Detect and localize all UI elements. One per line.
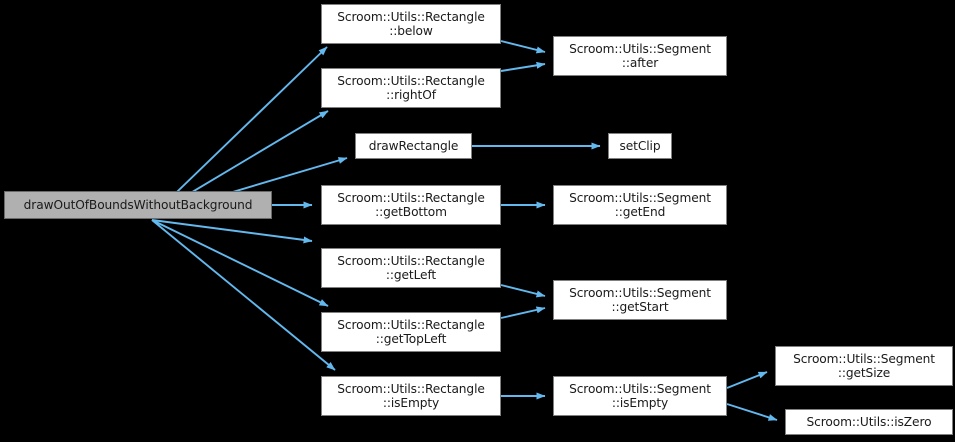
edge-getTopLeft-to-getStart: [500, 306, 546, 319]
graph-node-isZero[interactable]: Scroom::Utils::isZero: [785, 409, 953, 435]
edge-segEmpty-to-getSize: [726, 371, 768, 389]
graph-node-label: drawOutOfBoundsWithoutBackground: [23, 197, 253, 212]
graph-node-label: Scroom::Utils::Rectangle ::below: [337, 9, 485, 39]
graph-node-getTopLeft[interactable]: Scroom::Utils::Rectangle ::getTopLeft: [321, 312, 501, 352]
edge-root-to-getTopLeft: [151, 219, 329, 307]
graph-node-label: Scroom::Utils::Segment ::after: [569, 41, 711, 71]
graph-node-below[interactable]: Scroom::Utils::Rectangle ::below: [321, 4, 501, 44]
graph-node-label: Scroom::Utils::Rectangle ::getBottom: [337, 190, 485, 220]
graph-node-label: Scroom::Utils::Rectangle ::isEmpty: [337, 381, 485, 411]
graph-node-label: Scroom::Utils::Segment ::getEnd: [569, 190, 711, 220]
edge-segEmpty-to-isZero: [726, 403, 778, 421]
edge-below-to-after: [500, 40, 546, 54]
graph-node-segEmpty[interactable]: Scroom::Utils::Segment ::isEmpty: [553, 376, 727, 416]
graph-node-label: Scroom::Utils::Segment ::isEmpty: [569, 381, 711, 411]
graph-node-label: Scroom::Utils::Segment ::getStart: [569, 285, 711, 315]
graph-node-label: Scroom::Utils::isZero: [806, 414, 932, 429]
graph-node-label: drawRectangle: [368, 138, 459, 153]
graph-node-after[interactable]: Scroom::Utils::Segment ::after: [553, 36, 727, 76]
graph-node-label: Scroom::Utils::Rectangle ::getTopLeft: [337, 317, 485, 347]
graph-node-label: Scroom::Utils::Rectangle ::rightOf: [337, 73, 485, 103]
graph-node-label: Scroom::Utils::Segment ::getSize: [793, 351, 935, 381]
graph-node-label: Scroom::Utils::Rectangle ::getLeft: [337, 253, 485, 283]
graph-node-root[interactable]: drawOutOfBoundsWithoutBackground: [4, 191, 272, 219]
edge-getLeft-to-getStart: [500, 284, 546, 298]
graph-node-rectEmpty[interactable]: Scroom::Utils::Rectangle ::isEmpty: [321, 376, 501, 416]
graph-node-label: setClip: [619, 138, 661, 153]
edge-root-to-getLeft: [151, 219, 313, 244]
graph-node-getEnd[interactable]: Scroom::Utils::Segment ::getEnd: [553, 185, 727, 225]
graph-node-rightOf[interactable]: Scroom::Utils::Rectangle ::rightOf: [321, 68, 501, 108]
graph-node-getSize[interactable]: Scroom::Utils::Segment ::getSize: [775, 346, 953, 386]
graph-node-getBottom[interactable]: Scroom::Utils::Rectangle ::getBottom: [321, 185, 501, 225]
graph-node-setClip[interactable]: setClip: [608, 133, 672, 159]
graph-node-getStart[interactable]: Scroom::Utils::Segment ::getStart: [553, 280, 727, 320]
graph-node-getLeft[interactable]: Scroom::Utils::Rectangle ::getLeft: [321, 248, 501, 288]
edge-rightOf-to-after: [500, 61, 546, 72]
graph-node-drawRect[interactable]: drawRectangle: [355, 133, 472, 159]
edge-root-to-rectEmpty: [151, 219, 336, 371]
